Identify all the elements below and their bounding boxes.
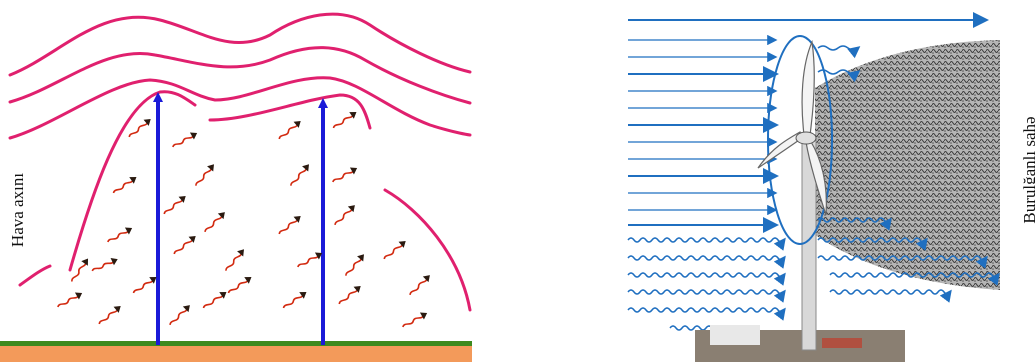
rotor-disk — [767, 35, 833, 245]
poles — [156, 98, 325, 345]
streamline-7 — [18, 264, 52, 287]
eddies — [57, 111, 430, 328]
flow-arrow-wavy — [817, 237, 928, 251]
eddy-mark — [278, 216, 301, 235]
building — [710, 325, 760, 345]
flow-arrow-wavy — [817, 45, 861, 59]
eddy-mark — [282, 291, 307, 309]
flow-arrow-wavy — [817, 69, 861, 83]
streamline-2 — [8, 46, 472, 105]
eddy-mark — [173, 236, 196, 255]
eddy-mark — [332, 167, 358, 183]
eddy-mark — [227, 276, 252, 294]
eddy-mark — [334, 205, 355, 226]
obstacle-airflow-svg — [0, 12, 472, 362]
eddy-mark — [345, 254, 364, 276]
pole-right-arrowhead — [318, 98, 328, 108]
laminar-flow-lines — [628, 12, 989, 233]
obstacle-airflow-diagram — [0, 0, 480, 362]
eddy-mark — [332, 111, 357, 129]
turbine-hub — [795, 131, 817, 145]
streamline-6 — [383, 188, 472, 312]
flow-arrow-wavy — [627, 289, 786, 303]
turbine-wake-svg — [627, 12, 1000, 362]
ground-soil — [0, 345, 472, 362]
eddy-mark — [290, 164, 309, 186]
building-roof — [822, 338, 862, 348]
eddy-mark — [338, 286, 361, 305]
flow-arrow-wavy — [627, 255, 786, 269]
eddy-mark — [204, 212, 225, 233]
eddy-mark — [202, 291, 227, 309]
turbulent-wake-zone — [815, 40, 1000, 290]
streamline-4 — [68, 90, 197, 272]
flow-arrow-wavy — [817, 255, 988, 269]
eddy-mark — [57, 292, 83, 308]
eddy-mark — [107, 227, 133, 243]
eddy-mark — [163, 196, 186, 215]
streamlines — [8, 12, 472, 312]
eddy-mark — [71, 258, 89, 282]
wind-turbine-wake-diagram — [590, 0, 1035, 362]
streamline-1 — [8, 12, 472, 77]
eddy-mark — [278, 121, 301, 140]
eddy-mark — [91, 257, 118, 272]
eddy-mark — [169, 305, 190, 326]
flow-arrow-wavy — [627, 272, 786, 286]
eddy-mark — [172, 132, 198, 148]
flow-arrow-wavy — [829, 289, 952, 303]
eddy-mark — [128, 119, 151, 138]
blade-left — [757, 131, 803, 169]
flow-arrow-wavy — [627, 237, 786, 251]
eddy-mark — [112, 176, 137, 194]
blade-right — [805, 139, 827, 216]
eddy-mark — [132, 276, 157, 294]
air-flow-label: Hava axını — [8, 172, 27, 248]
eddy-mark — [297, 252, 323, 268]
flow-arrow-wavy — [627, 307, 786, 321]
turbulent-flow-lines — [627, 217, 1000, 339]
flow-arrow-wavy — [829, 272, 1000, 286]
eddy-mark — [409, 275, 430, 296]
pole-left-arrowhead — [153, 92, 163, 102]
eddy-mark — [383, 241, 406, 260]
eddy-mark — [225, 249, 244, 271]
flow-arrow-wavy — [817, 217, 892, 231]
blade-top — [801, 39, 815, 136]
eddy-mark — [402, 312, 428, 328]
turbine-blades — [757, 39, 827, 216]
ground-grass — [0, 341, 472, 346]
turbulent-zone-label: Burulğanlı sahə — [1020, 116, 1035, 224]
streamline-5 — [208, 93, 372, 130]
streamline-3 — [8, 76, 472, 140]
eddy-mark — [195, 164, 214, 186]
eddy-mark — [98, 306, 121, 325]
